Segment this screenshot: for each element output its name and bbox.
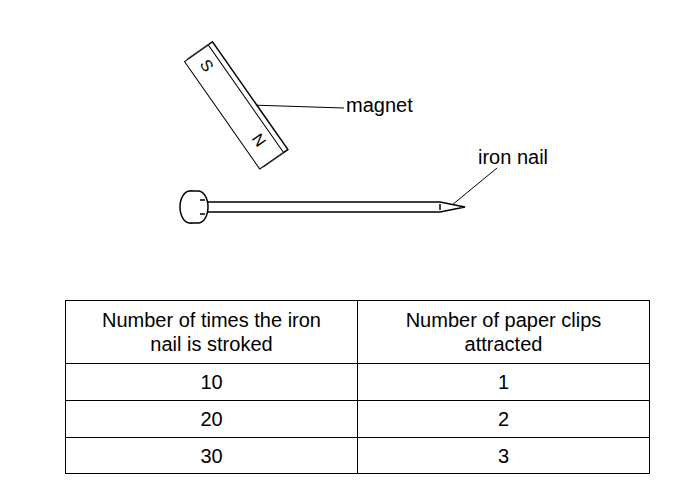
table-grid [66, 301, 650, 474]
label-text: Number of times the iron nail is stroked [86, 308, 337, 356]
iron-nail-drawing [180, 191, 465, 223]
part-label: iron nail [478, 142, 588, 172]
table-cell: 3 [358, 438, 649, 473]
label-text: 30 [200, 444, 222, 468]
table-header: Number of paper clips attracted [358, 301, 649, 363]
table-cell: 10 [66, 364, 357, 400]
part-label: magnet [346, 90, 456, 120]
magnet-bar: SN [184, 44, 284, 169]
pole-letter: N [248, 130, 269, 150]
label-text: 3 [498, 444, 509, 468]
label-text: 2 [498, 407, 509, 431]
leader-line [250, 105, 344, 108]
label-text: 10 [200, 370, 222, 394]
table-header: Number of times the iron nail is stroked [66, 301, 357, 363]
label-text: 1 [498, 370, 509, 394]
label-text: iron nail [478, 145, 548, 169]
table-cell: 2 [358, 401, 649, 437]
leader-line [452, 168, 497, 205]
label-text: 20 [200, 407, 222, 431]
label-text: magnet [346, 93, 413, 117]
table-cell: 1 [358, 364, 649, 400]
table-cell: 20 [66, 401, 357, 437]
pole-letter: S [196, 56, 217, 75]
table-cell: 30 [66, 438, 357, 473]
label-text: Number of paper clips attracted [378, 308, 629, 356]
